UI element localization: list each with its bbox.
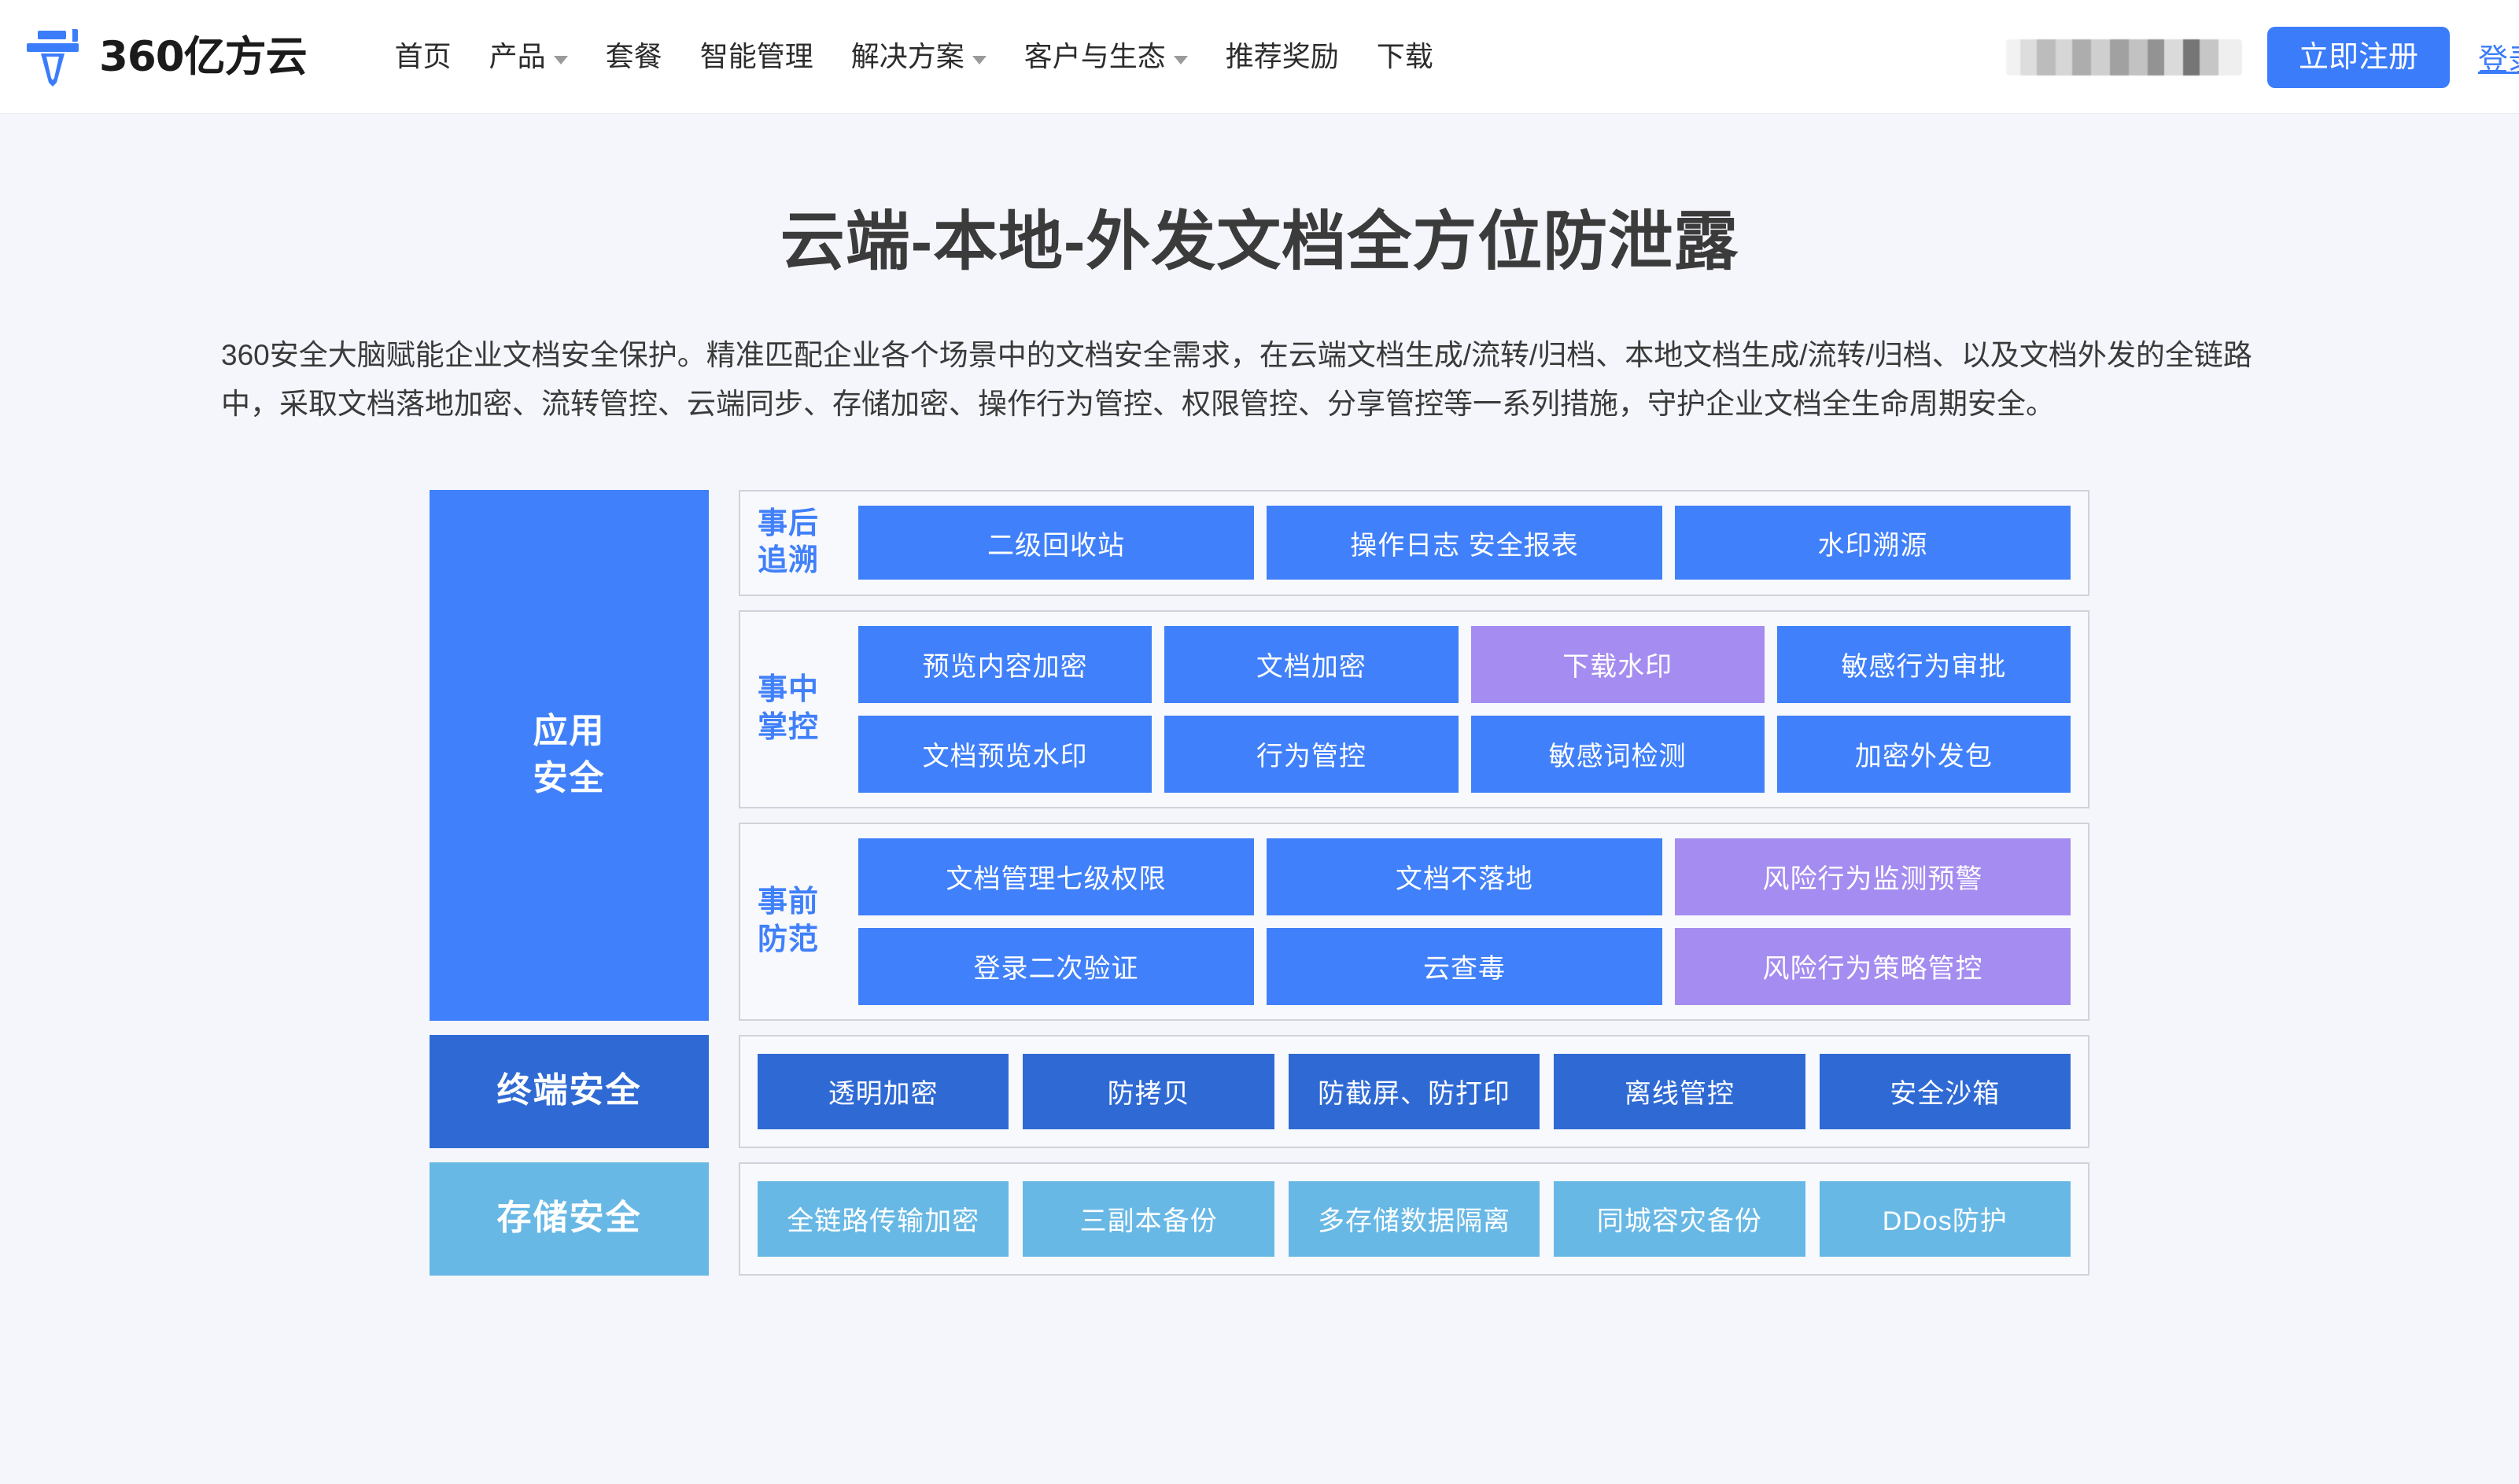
tier-endpoint-security: 终端安全 透明加密 防拷贝 防截屏、防打印 离线管控 安全沙箱 — [430, 1034, 2089, 1148]
register-button[interactable]: 立即注册 — [2266, 26, 2450, 88]
feature-cell[interactable]: 同城容灾备份 — [1554, 1180, 1805, 1257]
feature-cell[interactable]: 行为管控 — [1164, 715, 1459, 793]
group-label-pre-incident-prevention: 事前 防范 — [758, 884, 841, 958]
chevron-down-icon — [1173, 55, 1188, 64]
feature-cell[interactable]: 风险行为策略管控 — [1675, 927, 2071, 1005]
group-grid-storage-security: 全链路传输加密 三副本备份 多存储数据隔离 同城容灾备份 DDos防护 — [758, 1180, 2071, 1257]
group-label-line2: 掌控 — [758, 710, 820, 744]
group-label-line1: 事后 — [758, 507, 820, 541]
group-in-process-control: 事中 掌控 预览内容加密 文档加密 下载水印 敏感行为审批 文档预览水印 行为管… — [739, 609, 2089, 808]
group-label-line1: 事中 — [758, 673, 820, 707]
nav-item-packages[interactable]: 套餐 — [587, 42, 681, 71]
tier-label-line2: 安全 — [533, 759, 606, 798]
nav-item-label: 首页 — [394, 40, 452, 72]
group-label-in-process-control: 事中 掌控 — [758, 672, 841, 746]
nav-item-label: 产品 — [489, 40, 546, 72]
feature-cell[interactable]: DDos防护 — [1819, 1180, 2071, 1257]
group-grid-in-process-control: 预览内容加密 文档加密 下载水印 敏感行为审批 文档预览水印 行为管控 敏感词检… — [858, 625, 2071, 793]
feature-cell[interactable]: 离线管控 — [1554, 1053, 1805, 1129]
nav-item-referral-rewards[interactable]: 推荐奖励 — [1207, 42, 1358, 71]
feature-cell[interactable]: 安全沙箱 — [1819, 1053, 2071, 1129]
nav-item-label: 套餐 — [605, 40, 662, 72]
nav-item-label: 智能管理 — [699, 40, 813, 72]
redacted-account-area — [2005, 39, 2242, 75]
feature-cell[interactable]: 操作日志 安全报表 — [1267, 506, 1662, 580]
nav-item-label: 下载 — [1376, 40, 1433, 72]
group-storage-security: 全链路传输加密 三副本备份 多存储数据隔离 同城容灾备份 DDos防护 — [739, 1162, 2089, 1276]
nav-item-download[interactable]: 下载 — [1358, 42, 1452, 71]
group-label-line2: 防范 — [758, 922, 820, 956]
group-endpoint-security: 透明加密 防拷贝 防截屏、防打印 离线管控 安全沙箱 — [739, 1034, 2089, 1148]
page-description: 360安全大脑赋能企业文档安全保护。精准匹配企业各个场景中的文档安全需求，在云端… — [221, 339, 2252, 421]
feature-cell[interactable]: 加密外发包 — [1776, 715, 2071, 793]
feature-cell[interactable]: 下载水印 — [1470, 625, 1765, 703]
group-label-line1: 事前 — [758, 886, 820, 919]
header-actions: 立即注册 登录 — [2005, 0, 2519, 114]
nav-item-home[interactable]: 首页 — [376, 42, 470, 71]
feature-cell[interactable]: 文档不落地 — [1267, 838, 1662, 915]
chevron-down-icon — [972, 55, 987, 64]
brand-logo[interactable]: 360亿方云 — [20, 24, 308, 89]
tier-label-storage-security: 存储安全 — [430, 1162, 709, 1276]
feature-cell[interactable]: 防截屏、防打印 — [1288, 1053, 1540, 1129]
tier-body-storage-security: 全链路传输加密 三副本备份 多存储数据隔离 同城容灾备份 DDos防护 — [739, 1162, 2089, 1276]
tier-body-application-security: 事后 追溯 二级回收站 操作日志 安全报表 水印溯源 事中 掌控 — [739, 490, 2089, 1021]
group-grid-endpoint-security: 透明加密 防拷贝 防截屏、防打印 离线管控 安全沙箱 — [758, 1053, 2071, 1129]
tier-label-line1: 应用 — [533, 711, 606, 750]
feature-cell[interactable]: 多存储数据隔离 — [1288, 1180, 1540, 1257]
group-label-post-incident-tracing: 事后 追溯 — [758, 506, 841, 580]
nav-item-customers-ecosystem[interactable]: 客户与生态 — [1005, 42, 1207, 71]
feature-cell[interactable]: 风险行为监测预警 — [1675, 838, 2071, 915]
feature-cell[interactable]: 二级回收站 — [858, 506, 1254, 580]
group-post-incident-tracing: 事后 追溯 二级回收站 操作日志 安全报表 水印溯源 — [739, 490, 2089, 596]
feature-cell[interactable]: 文档加密 — [1164, 625, 1459, 703]
feature-cell[interactable]: 文档预览水印 — [858, 715, 1153, 793]
security-architecture-diagram: 应用 安全 事后 追溯 二级回收站 操作日志 安全报表 水印溯源 — [430, 490, 2089, 1276]
tier-label-application-security: 应用 安全 — [430, 490, 709, 1021]
tier-label-endpoint-security: 终端安全 — [430, 1034, 709, 1148]
brand-logo-icon — [27, 29, 79, 87]
feature-cell[interactable]: 登录二次验证 — [858, 927, 1254, 1005]
tier-application-security: 应用 安全 事后 追溯 二级回收站 操作日志 安全报表 水印溯源 — [430, 490, 2089, 1021]
nav-item-smart-management[interactable]: 智能管理 — [681, 42, 832, 71]
feature-cell[interactable]: 防拷贝 — [1023, 1053, 1274, 1129]
feature-cell[interactable]: 预览内容加密 — [858, 625, 1153, 703]
nav-item-label: 解决方案 — [850, 40, 964, 72]
group-grid-post-incident-tracing: 二级回收站 操作日志 安全报表 水印溯源 — [858, 506, 2071, 580]
main-nav: 首页 产品 套餐 智能管理 解决方案 客户与生态 推荐奖励 下载 — [376, 42, 1452, 71]
feature-cell[interactable]: 全链路传输加密 — [758, 1180, 1009, 1257]
chevron-down-icon — [553, 55, 568, 64]
feature-cell[interactable]: 云查毒 — [1267, 927, 1662, 1005]
brand-wordmark: 360亿方云 — [99, 32, 308, 81]
tier-storage-security: 存储安全 全链路传输加密 三副本备份 多存储数据隔离 同城容灾备份 DDos防护 — [430, 1162, 2089, 1276]
nav-item-label: 客户与生态 — [1023, 40, 1166, 72]
feature-cell[interactable]: 水印溯源 — [1675, 506, 2071, 580]
nav-item-solutions[interactable]: 解决方案 — [832, 42, 1005, 71]
page-title: 云端-本地-外发文档全方位防泄露 — [780, 206, 1739, 278]
nav-item-label: 推荐奖励 — [1225, 40, 1339, 72]
feature-cell[interactable]: 敏感词检测 — [1470, 715, 1765, 793]
feature-cell[interactable]: 文档管理七级权限 — [858, 838, 1254, 915]
feature-cell[interactable]: 敏感行为审批 — [1776, 625, 2071, 703]
tier-body-endpoint-security: 透明加密 防拷贝 防截屏、防打印 离线管控 安全沙箱 — [739, 1034, 2089, 1148]
group-pre-incident-prevention: 事前 防范 文档管理七级权限 文档不落地 风险行为监测预警 登录二次验证 云查毒… — [739, 822, 2089, 1021]
login-link[interactable]: 登录 — [2478, 44, 2519, 77]
group-grid-pre-incident-prevention: 文档管理七级权限 文档不落地 风险行为监测预警 登录二次验证 云查毒 风险行为策… — [858, 838, 2071, 1005]
group-label-line2: 追溯 — [758, 544, 820, 578]
feature-cell[interactable]: 透明加密 — [758, 1053, 1009, 1129]
top-navigation-bar: 360亿方云 首页 产品 套餐 智能管理 解决方案 客户与生态 推荐奖励 下载 — [0, 0, 2519, 114]
page-content: 云端-本地-外发文档全方位防泄露 360安全大脑赋能企业文档安全保护。精准匹配企… — [0, 189, 2519, 1276]
nav-item-products[interactable]: 产品 — [470, 42, 587, 71]
feature-cell[interactable]: 三副本备份 — [1023, 1180, 1274, 1257]
